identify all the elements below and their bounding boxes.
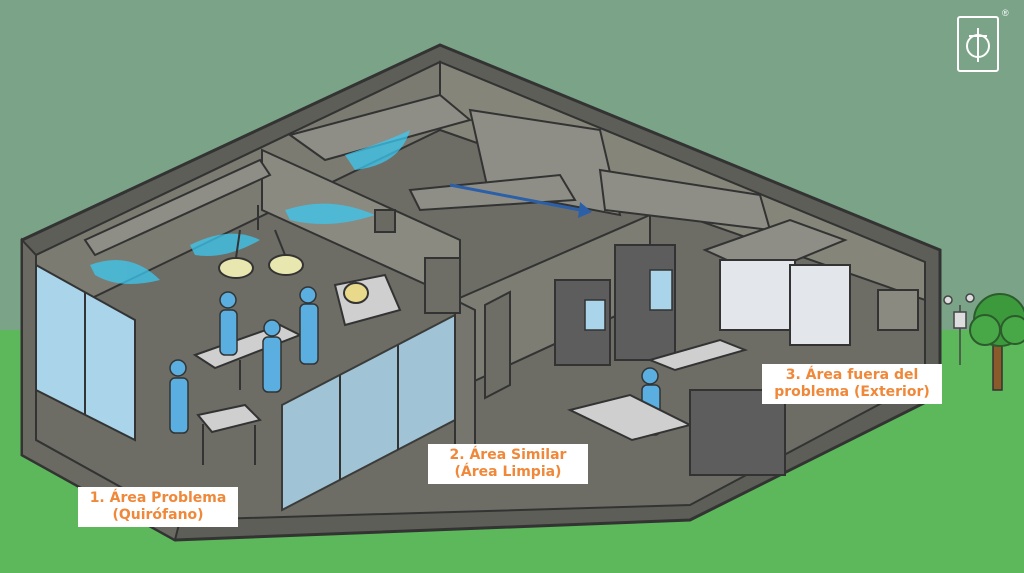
tree-icon xyxy=(969,293,1024,391)
server-rack xyxy=(689,389,786,476)
instrument-cart xyxy=(196,403,262,434)
area-similar-label: 2. Área Similar (Área Limpia) xyxy=(428,444,588,484)
wall-cabinet xyxy=(719,259,796,331)
area-outside-label: 3. Área fuera del problema (Exterior) xyxy=(762,364,942,404)
outdoor-unit xyxy=(877,289,919,331)
workbench xyxy=(646,338,749,372)
area-similar-subtitle: (Área Limpia) xyxy=(454,464,562,480)
area-problem-subtitle: (Quirófano) xyxy=(112,507,204,523)
registered-mark: ® xyxy=(1002,8,1009,18)
airflow-visual xyxy=(90,130,410,284)
airflow-arrowhead xyxy=(578,202,592,218)
surgeon-figure xyxy=(169,286,661,436)
surgical-lamp-icon xyxy=(218,205,304,279)
area-problem-title: 1. Área Problema xyxy=(89,490,227,506)
door-operating-room xyxy=(424,257,461,314)
door-clean-area xyxy=(484,290,511,400)
glass-wall-front xyxy=(35,263,456,512)
area-similar-title: 2. Área Similar xyxy=(449,447,567,463)
air-duct xyxy=(83,93,848,277)
area-outside-subtitle: problema (Exterior) xyxy=(774,384,930,400)
fan-icon xyxy=(374,209,396,233)
area-outside-title: 3. Área fuera del xyxy=(785,367,919,383)
airflow-arrow xyxy=(449,183,581,212)
weather-station-icon xyxy=(943,293,975,365)
brand-logo-icon xyxy=(957,16,999,72)
wall-cabinet xyxy=(789,264,851,346)
area-problem-label: 1. Área Problema (Quirófano) xyxy=(78,487,238,527)
